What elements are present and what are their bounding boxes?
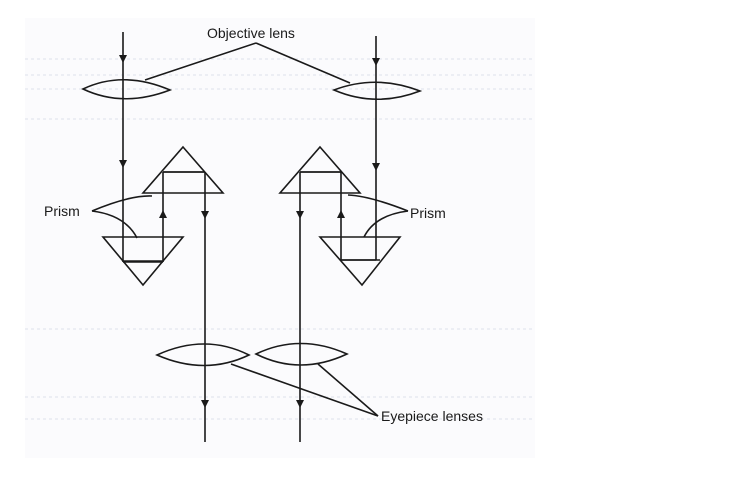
- objective-lens-label: Objective lens: [207, 25, 295, 41]
- arrow-down-icon: [119, 160, 127, 168]
- prism-label-right: Prism: [410, 205, 446, 221]
- arrow-down-icon: [372, 163, 380, 171]
- arrow-up-icon: [159, 210, 167, 218]
- eyepiece-lens-left: [155, 343, 251, 367]
- arrow-up-icon: [337, 210, 345, 218]
- scanned-page: [25, 18, 535, 458]
- arrow-down-icon: [296, 400, 304, 408]
- eyepiece-lenses-label: Eyepiece lenses: [381, 408, 483, 424]
- prism-leader-left-upper: [91, 195, 153, 212]
- bleed-through-text: [25, 88, 535, 90]
- prism-label-left: Prism: [44, 203, 80, 219]
- bleed-through-text: [25, 58, 535, 60]
- bleed-through-text: [25, 118, 535, 120]
- upper-prism-left: [141, 145, 225, 194]
- arrow-down-icon: [119, 55, 127, 63]
- arrow-down-icon: [201, 400, 209, 408]
- prism-leader-right-lower: [363, 210, 409, 238]
- arrow-down-icon: [296, 211, 304, 219]
- objective-lens-left: [81, 78, 173, 100]
- eyepiece-leader-right: [317, 363, 379, 417]
- bleed-through-text: [25, 396, 535, 398]
- eyepiece-lens-right: [254, 342, 349, 366]
- arrow-down-icon: [372, 58, 380, 66]
- objective-leader-left: [144, 42, 257, 81]
- eyepiece-leader-left: [230, 363, 379, 417]
- arrow-down-icon: [201, 211, 209, 219]
- bleed-through-text: [25, 418, 535, 420]
- objective-leader-right: [255, 42, 351, 84]
- upper-prism-right: [278, 145, 362, 194]
- lower-prism-right: [318, 236, 402, 287]
- prism-leader-left-lower: [91, 210, 138, 239]
- bleed-through-text: [25, 328, 535, 330]
- prism-pair-right: [278, 145, 402, 287]
- objective-lens-right: [331, 81, 423, 101]
- prism-pair-left: [101, 145, 225, 287]
- prism-leader-right-upper: [347, 194, 409, 212]
- bleed-through-text: [25, 74, 535, 76]
